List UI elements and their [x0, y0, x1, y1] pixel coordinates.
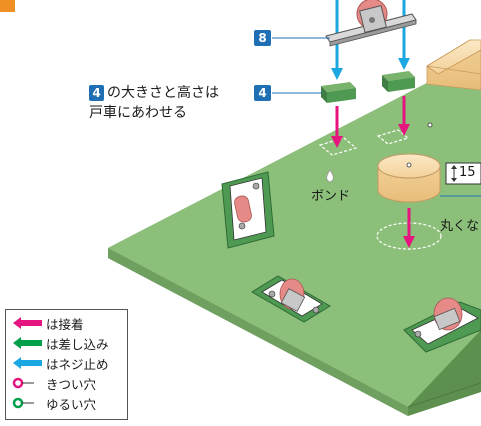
note-badge: 4: [89, 85, 104, 101]
pink-ring-icon: [12, 377, 34, 389]
glue-arrows: [331, 96, 415, 248]
legend-item-insert: は差し込み: [12, 334, 109, 352]
legend-label: は接着: [46, 316, 84, 332]
legend-item-screw: はネジ止め: [12, 354, 109, 372]
blue-arrow-icon: [13, 357, 42, 369]
caster-right: [403, 297, 481, 353]
round-label: 丸くな: [440, 219, 480, 234]
part-4-badge: 4: [254, 85, 271, 101]
height-label: 15: [459, 165, 476, 180]
legend-label: ゆるい穴: [46, 396, 97, 412]
part-8-badge: 8: [254, 30, 271, 46]
green-arrow-icon: [13, 337, 42, 349]
bond-label: ボンド: [311, 189, 351, 204]
glue-drop-icon: [326, 169, 334, 183]
legend-label: きつい穴: [46, 376, 97, 392]
green-board: [108, 55, 481, 416]
pink-arrow-icon: [13, 317, 42, 329]
legend-item-tight-hole: きつい穴: [12, 374, 96, 392]
round-disc: [377, 153, 441, 203]
wood-block: [426, 39, 481, 91]
legend-label: はネジ止め: [46, 356, 109, 372]
note-line-1: の大きさと高さは: [107, 85, 219, 101]
legend-item-loose-hole: ゆるい穴: [12, 394, 96, 412]
caster-center: [251, 275, 331, 323]
board-hole: [427, 122, 433, 128]
step-badge: [0, 0, 15, 12]
note-line-2: 戸車にあわせる: [89, 105, 187, 121]
height-dimension: [440, 162, 481, 197]
legend-box: は接着 は差し込み はネジ止め きつい穴 ゆるい穴: [5, 309, 128, 420]
legend-label: は差し込み: [46, 336, 109, 352]
green-ring-icon: [12, 397, 34, 409]
caster-left: [221, 171, 275, 249]
green-blocks: [321, 71, 415, 103]
legend-item-glue: は接着: [12, 314, 84, 332]
top-caster: [325, 0, 417, 47]
